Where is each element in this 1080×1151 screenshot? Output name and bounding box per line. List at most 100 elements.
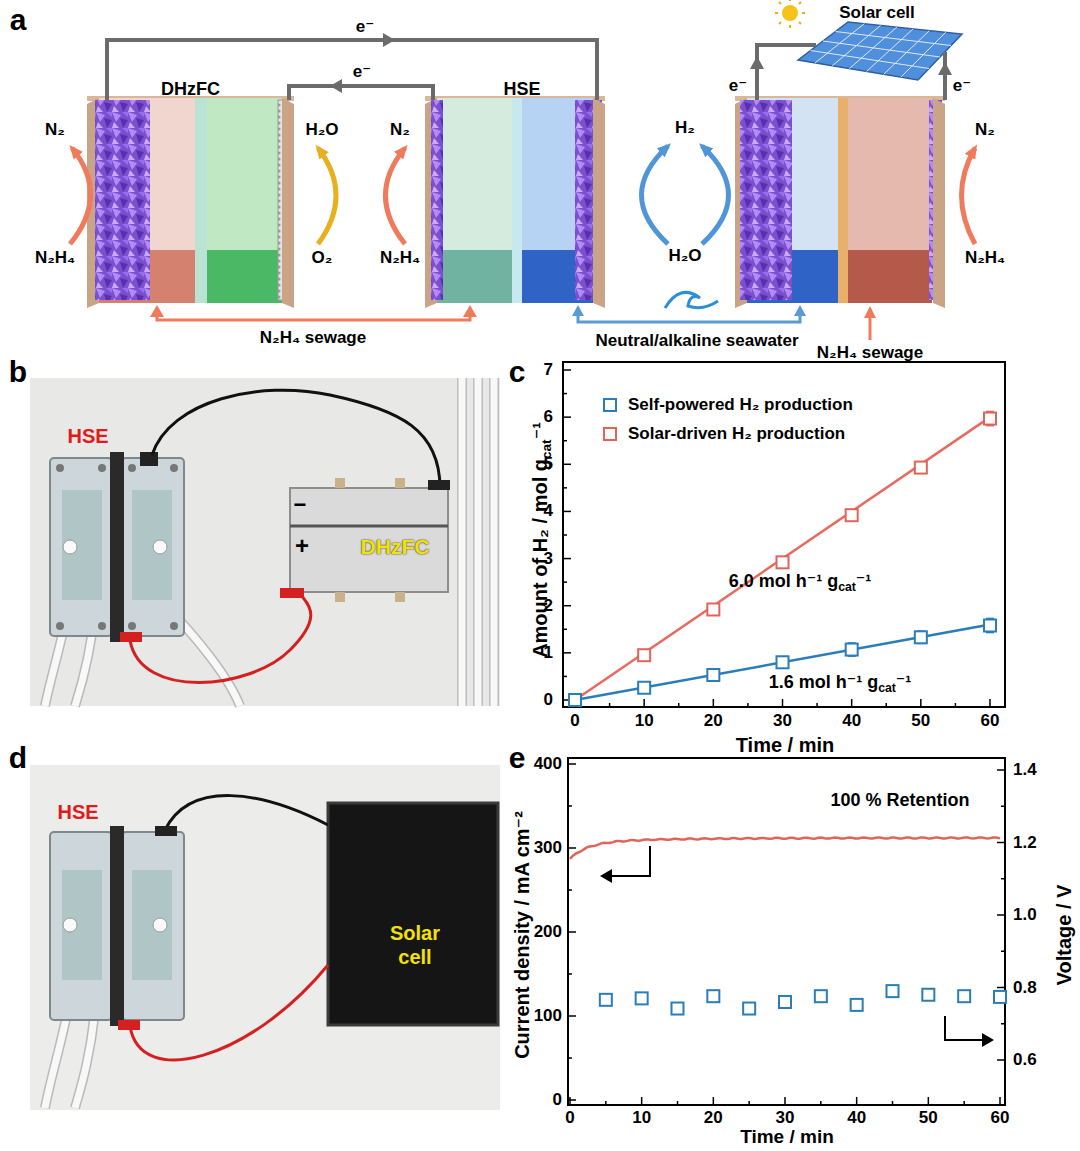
axis-tick — [989, 699, 991, 707]
rate-annotation-part: 6.0 mol h⁻¹ g — [729, 571, 839, 591]
axis-tick — [886, 703, 888, 707]
photo-self-powered — [462, 378, 494, 706]
axis-tick — [568, 889, 572, 891]
axis-tick — [678, 703, 680, 707]
axis-tick — [1001, 878, 1005, 880]
photo-solar-driven — [118, 1020, 140, 1030]
photo-self-powered — [132, 490, 172, 600]
photo-self-powered — [98, 464, 106, 472]
photo-self-powered — [110, 452, 124, 642]
edge-label: e⁻ — [351, 62, 373, 82]
photo-self-powered — [280, 588, 304, 598]
axis-tick — [997, 914, 1005, 916]
axis-tick — [641, 1097, 643, 1105]
axis-title-part: Amount of H₂ / mol g — [529, 459, 551, 658]
axis-tick — [920, 699, 922, 707]
connector — [150, 305, 477, 320]
species-label: N₂ — [390, 120, 410, 140]
data-point — [851, 999, 863, 1011]
connector-line — [289, 86, 433, 100]
tick-label: 40 — [847, 1108, 866, 1128]
reaction-arrow — [386, 148, 406, 244]
electrolysis-cell — [425, 96, 605, 308]
electrolysis-cell — [95, 100, 150, 300]
arrowhead — [463, 305, 477, 317]
photo-self-powered — [395, 592, 405, 602]
electrolysis-cell — [848, 98, 932, 303]
tick-label: 20 — [704, 1108, 723, 1128]
current-curve — [570, 837, 1000, 859]
axis-tick — [997, 842, 1005, 844]
axis-tick — [928, 1097, 930, 1105]
tick-label: 10 — [635, 711, 654, 731]
arrowhead — [330, 79, 342, 93]
tick-label: 0.8 — [1013, 978, 1037, 998]
legend-text: Solar-driven H₂ production — [628, 424, 845, 444]
photo-self-powered — [140, 452, 158, 466]
photo-solar-driven — [130, 965, 328, 1060]
photo-label: Solar cell — [379, 921, 451, 969]
data-point — [777, 656, 789, 668]
solar-panel — [811, 24, 952, 77]
axis-tick — [568, 847, 576, 849]
seawater-flow — [578, 314, 800, 322]
axis-tick — [816, 703, 818, 707]
photo-self-powered — [130, 592, 311, 683]
axis-tick — [563, 416, 571, 418]
node-title: Solar cell — [839, 3, 915, 23]
photo-self-powered — [335, 478, 345, 488]
axis-tick — [851, 699, 853, 707]
data-point — [636, 992, 648, 1004]
arrowhead — [383, 33, 395, 47]
photo-self-powered — [120, 632, 142, 642]
data-point — [743, 1003, 755, 1015]
tick-label: 10 — [632, 1108, 651, 1128]
solar-panel — [750, 0, 962, 100]
tick-label: 0 — [544, 690, 553, 710]
data-point — [915, 462, 927, 474]
axis-tick — [820, 1101, 822, 1105]
axis-tick — [1001, 806, 1005, 808]
tick-label: 400 — [534, 754, 562, 774]
photo-self-powered — [335, 592, 345, 602]
legend-marker — [604, 428, 616, 440]
seawater-flow — [665, 292, 718, 308]
seawater-flow — [572, 305, 584, 316]
tick-label: 200 — [534, 922, 562, 942]
reaction-arrow — [702, 146, 729, 244]
axis-tick — [563, 369, 571, 371]
photo-self-powered — [462, 378, 494, 706]
tick-label: 30 — [776, 1108, 795, 1128]
connector — [107, 33, 597, 100]
rate-annotation-part: ⁻¹ — [896, 672, 912, 692]
axis-title: Time / min — [740, 1126, 834, 1148]
species-label: N₂H₄ — [965, 248, 1005, 268]
tick-label: 1.4 — [1013, 760, 1037, 780]
panel-letter: a — [10, 3, 27, 38]
reaction-arrow — [70, 146, 975, 244]
axis-tick — [892, 1101, 894, 1105]
data-point — [638, 649, 650, 661]
data-point — [777, 556, 789, 568]
tick-label: 60 — [981, 711, 1000, 731]
axis-tick — [568, 805, 572, 807]
connector-line — [107, 40, 597, 100]
annotation: 100 % Retention — [830, 790, 969, 811]
sewage-inlet — [864, 306, 876, 318]
sewage-inlet — [864, 306, 876, 340]
electron-label: e⁻ — [953, 76, 971, 96]
electrolysis-cell — [207, 98, 282, 303]
photo-label: HSE — [57, 801, 98, 824]
axis-tick — [955, 703, 957, 707]
data-point — [569, 694, 581, 706]
photo-self-powered — [395, 478, 405, 488]
axis-tick — [856, 1097, 858, 1105]
tick-label: 100 — [534, 1006, 562, 1026]
photo-solar-driven — [328, 803, 498, 1025]
seawater-flow — [572, 292, 806, 322]
tick-label: 40 — [842, 711, 861, 731]
data-point — [846, 644, 858, 656]
legend-text: Self-powered H₂ production — [628, 395, 853, 415]
photo-solar-driven — [155, 826, 177, 836]
edge-label: N₂H₄ sewage — [258, 328, 368, 348]
